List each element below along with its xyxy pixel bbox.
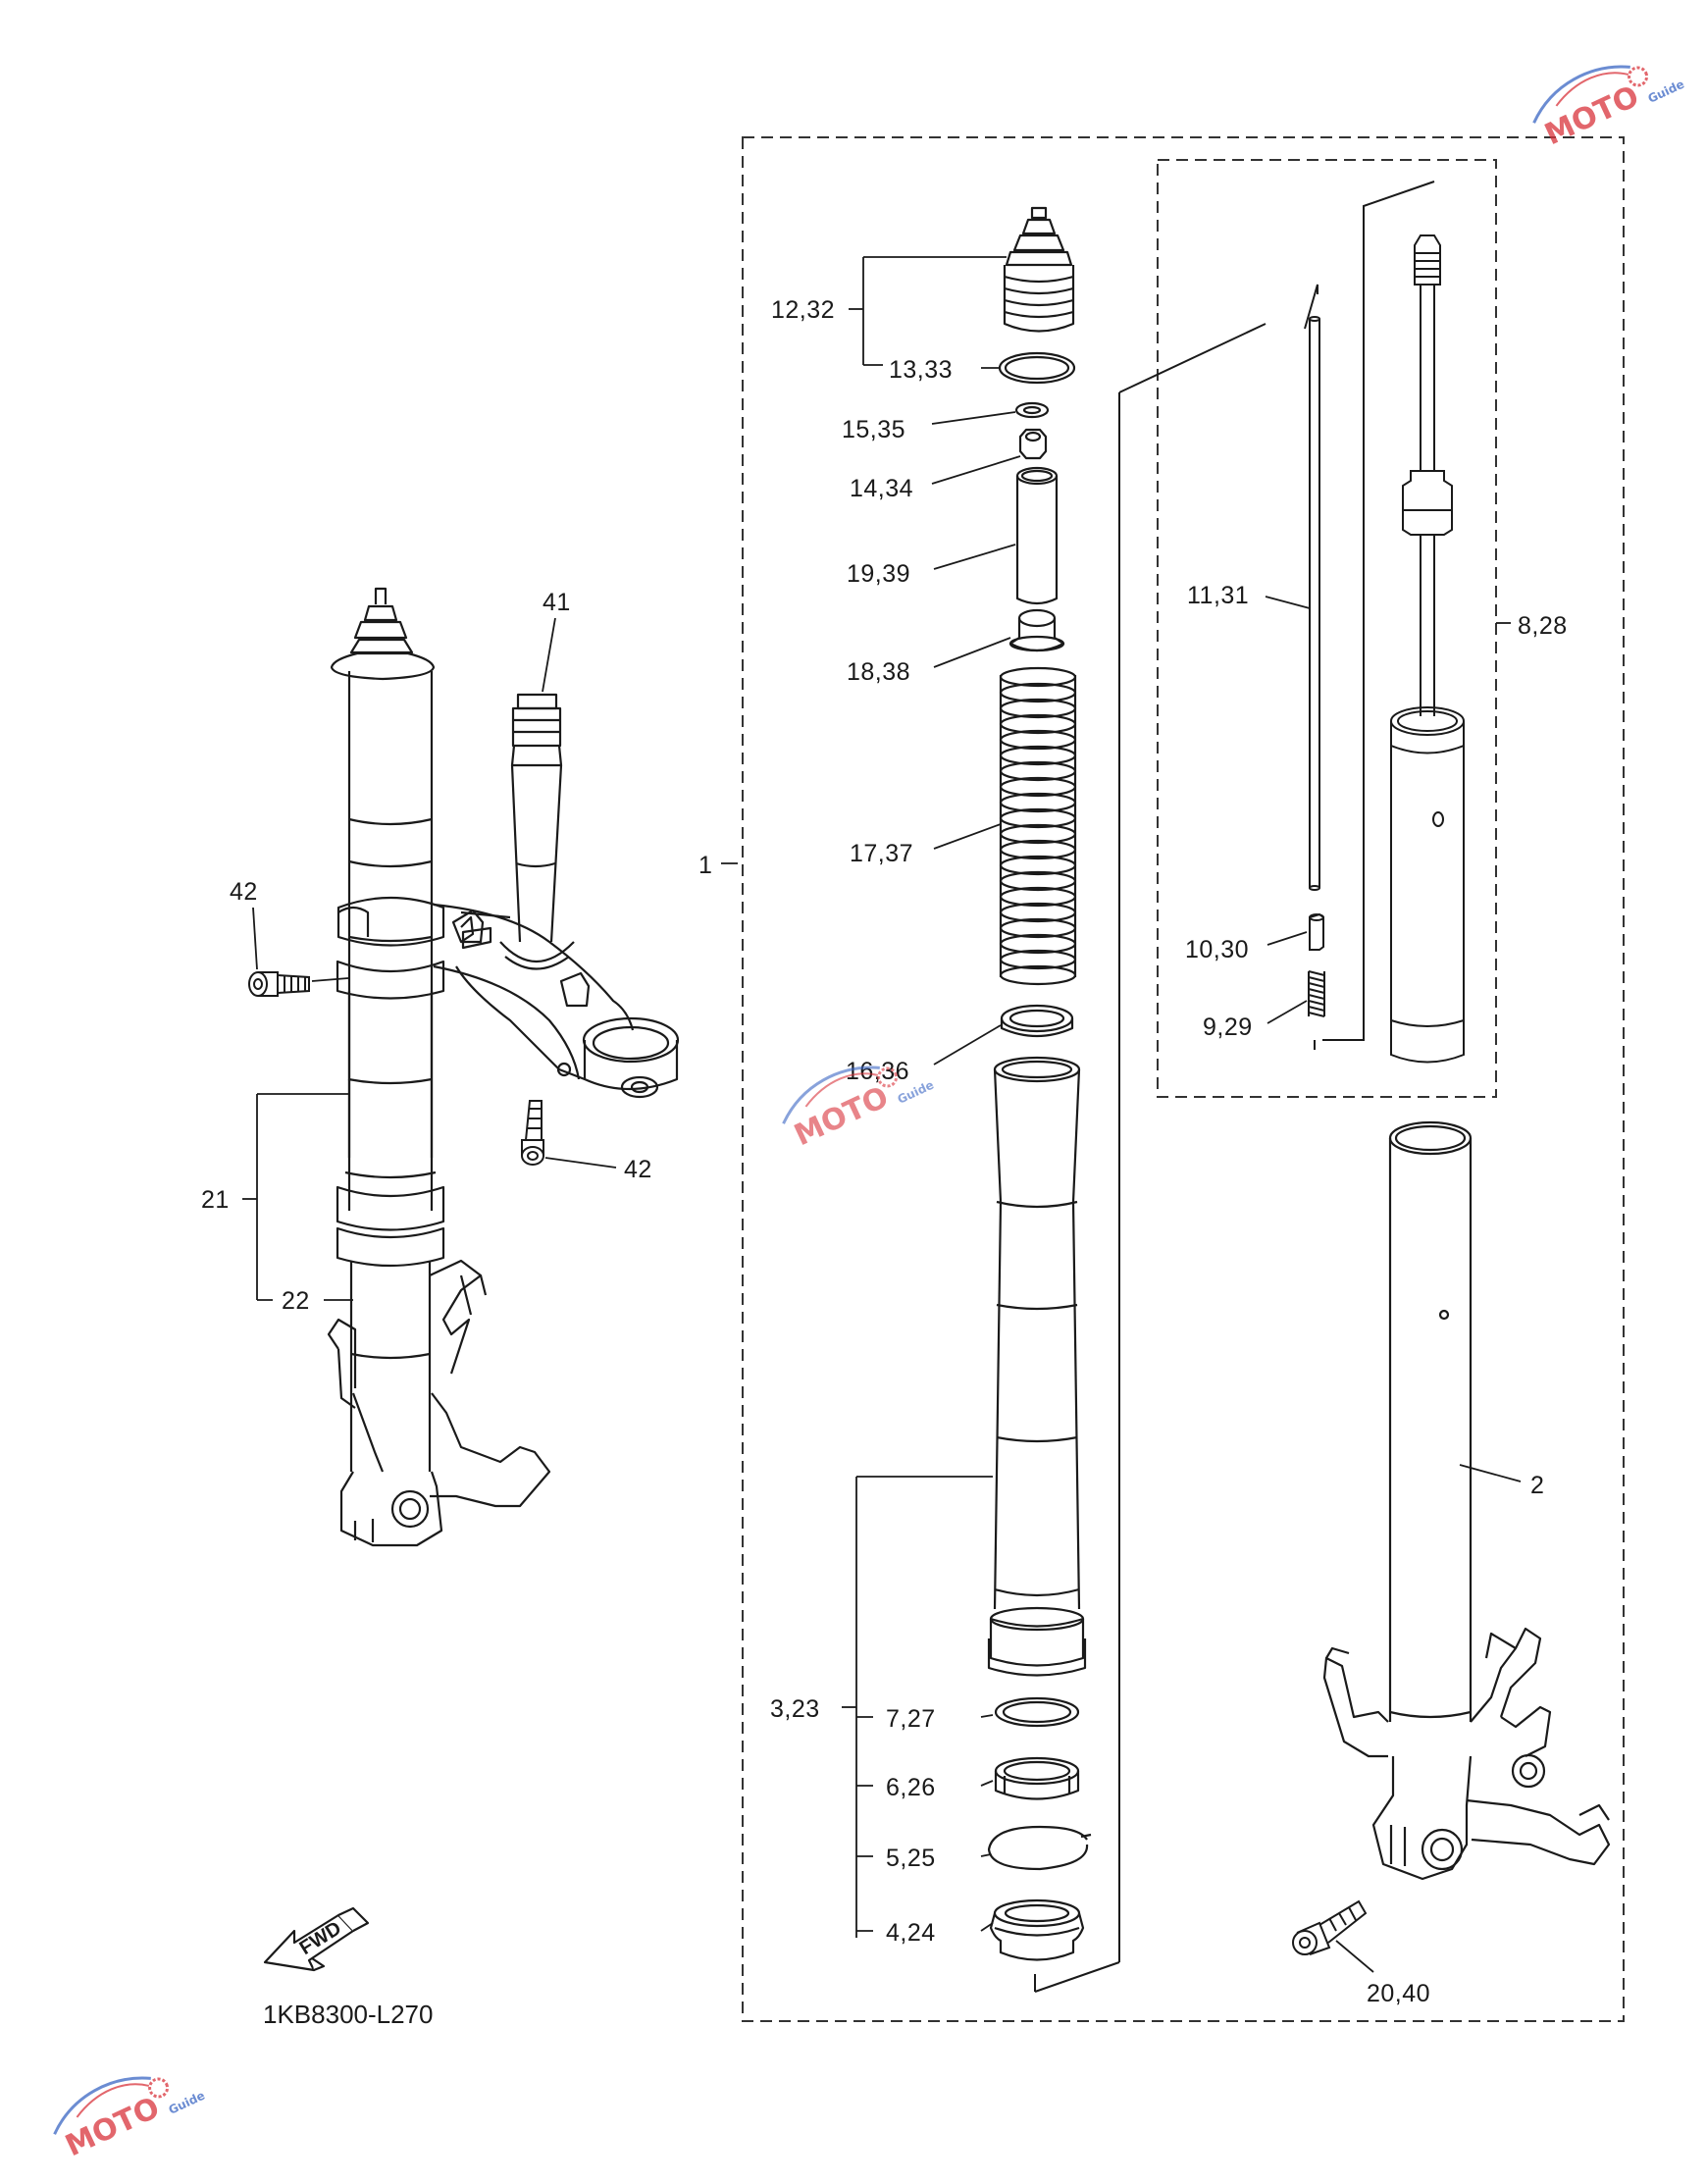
bolt-42-lower <box>521 1100 544 1166</box>
inner-kit-boundary <box>1157 159 1497 1098</box>
bolt-20-40 <box>1292 1899 1368 1955</box>
fwd-arrow-icon <box>263 1906 370 1972</box>
damper-rod-kit <box>1304 181 1435 1050</box>
outer-kit-boundary <box>742 136 1625 2022</box>
triple-clamp <box>337 693 680 1099</box>
callout-10-30: 10,30 <box>1185 936 1249 963</box>
watermark-brand: MOTO <box>789 1080 894 1154</box>
assembled-fork <box>327 587 551 1547</box>
callout-4-24: 4,24 <box>886 1919 936 1947</box>
watermark-sub: Guide <box>167 2089 207 2117</box>
watermark-brand: MOTO <box>1539 79 1644 153</box>
watermark-brand: MOTO <box>60 2091 165 2164</box>
callout-3-23: 3,23 <box>770 1695 820 1723</box>
watermark-center: MOTO Guide <box>772 1049 936 1154</box>
callout-5-25: 5,25 <box>886 1845 936 1872</box>
watermark-sub: Guide <box>1646 78 1686 106</box>
inner-tube <box>1322 1120 1611 1881</box>
watermark-bottom-left: MOTO Guide <box>43 2059 207 2164</box>
callout-20-40: 20,40 <box>1367 1980 1430 2007</box>
callout-18-38: 18,38 <box>847 658 910 686</box>
callout-13-33: 13,33 <box>889 356 953 384</box>
callouts: 12,32 13,33 15,35 14,34 19,39 18,38 17,3… <box>201 296 1568 2007</box>
callout-14-34: 14,34 <box>850 475 913 502</box>
callout-6-26: 6,26 <box>886 1774 936 1801</box>
leader-lines <box>242 256 1522 1973</box>
callout-22: 22 <box>282 1287 310 1315</box>
callout-8-28: 8,28 <box>1518 612 1568 640</box>
bolt-42-upper <box>248 971 310 997</box>
callout-9-29: 9,29 <box>1203 1014 1253 1041</box>
callout-41: 41 <box>543 589 571 616</box>
exploded-parts <box>987 206 1092 1961</box>
callout-42-lower: 42 <box>624 1156 652 1183</box>
callout-21: 21 <box>201 1186 230 1214</box>
callout-15-35: 15,35 <box>842 416 905 443</box>
callout-12-32: 12,32 <box>771 296 835 324</box>
callout-7-27: 7,27 <box>886 1705 936 1733</box>
cartridge-assembly <box>1390 234 1465 1064</box>
callout-42-upper: 42 <box>230 878 258 906</box>
callout-17-37: 17,37 <box>850 840 913 867</box>
callout-16-36: 16,36 <box>846 1058 909 1085</box>
diagram-code: 1KB8300-L270 <box>263 2000 433 2029</box>
callout-2: 2 <box>1530 1472 1544 1499</box>
kit-bracket <box>1034 323 1267 1993</box>
fork-spring <box>999 666 1077 986</box>
callout-11-31: 11,31 <box>1187 582 1249 609</box>
callout-1: 1 <box>698 852 712 879</box>
callout-19-39: 19,39 <box>847 560 910 588</box>
